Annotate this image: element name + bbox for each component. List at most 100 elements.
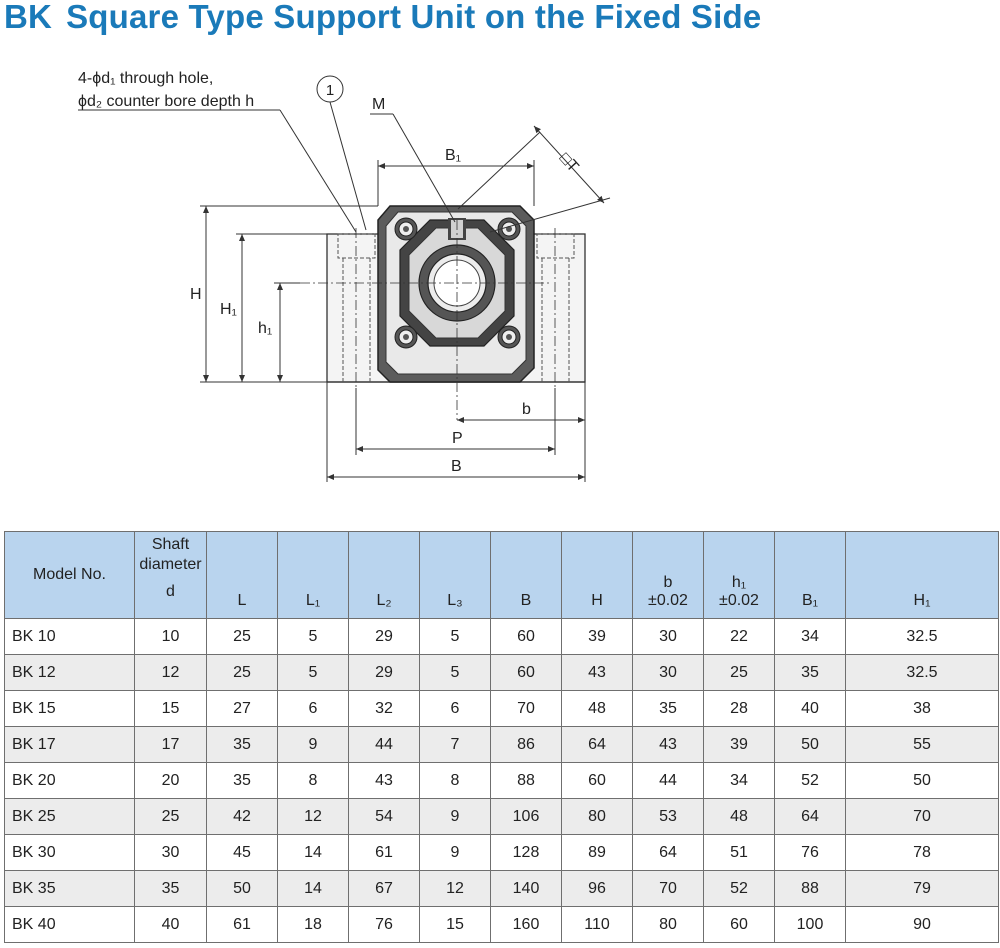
technical-drawing: 4-ϕd₁ through hole, ϕd₂ counter bore dep… (78, 70, 611, 482)
value-cell: 5 (419, 618, 491, 655)
value-cell: 5 (419, 654, 491, 691)
value-cell: 35 (206, 762, 278, 799)
value-cell: 54 (348, 798, 420, 835)
value-cell: 34 (774, 618, 846, 655)
header-B: B (490, 531, 562, 619)
value-cell: 20 (134, 762, 207, 799)
value-cell: 43 (632, 726, 704, 763)
value-cell: 50 (206, 870, 278, 907)
label-H: H (190, 286, 202, 303)
value-cell: 35 (774, 654, 846, 691)
header-shaft-symbol: d (166, 583, 175, 600)
table-header-row: Model No. Shaft diameter d L L₁ L₂ L₃ B … (4, 531, 999, 619)
dimension-lines (200, 125, 611, 482)
value-cell: 45 (206, 834, 278, 871)
value-cell: 80 (632, 906, 704, 943)
value-cell: 5 (277, 654, 349, 691)
value-cell: 80 (561, 798, 633, 835)
value-cell: 38 (845, 690, 999, 727)
value-cell: 89 (561, 834, 633, 871)
value-cell: 18 (277, 906, 349, 943)
value-cell: 60 (561, 762, 633, 799)
marker-label: 1 (326, 82, 334, 99)
value-cell: 60 (703, 906, 775, 943)
header-b: b±0.02 (632, 531, 704, 619)
value-cell: 96 (561, 870, 633, 907)
header-h1: h₁±0.02 (703, 531, 775, 619)
title-text: Square Type Support Unit on the Fixed Si… (66, 0, 762, 35)
label-h1: h₁ (258, 320, 272, 337)
value-cell: 9 (419, 834, 491, 871)
model-cell: BK 35 (4, 870, 135, 907)
hole-callout-line1: 4-ϕd₁ through hole, (78, 70, 213, 87)
value-cell: 48 (561, 690, 633, 727)
header-L3: L₃ (419, 531, 491, 619)
value-cell: 70 (845, 798, 999, 835)
header-B1: B₁ (774, 531, 846, 619)
value-cell: 79 (845, 870, 999, 907)
value-cell: 78 (845, 834, 999, 871)
header-H: H (561, 531, 633, 619)
value-cell: 70 (632, 870, 704, 907)
value-cell: 42 (206, 798, 278, 835)
value-cell: 50 (774, 726, 846, 763)
label-B1: B₁ (445, 147, 461, 164)
label-H1: H₁ (220, 301, 237, 318)
label-M: M (372, 96, 385, 113)
leader-lines (78, 101, 456, 233)
value-cell: 14 (277, 870, 349, 907)
value-cell: 128 (490, 834, 562, 871)
value-cell: 10 (134, 618, 207, 655)
header-model: Model No. (4, 531, 135, 619)
value-cell: 8 (277, 762, 349, 799)
value-cell: 12 (277, 798, 349, 835)
value-cell: 88 (774, 870, 846, 907)
value-cell: 5 (277, 618, 349, 655)
value-cell: 35 (206, 726, 278, 763)
value-cell: 14 (277, 834, 349, 871)
header-L2: L₂ (348, 531, 420, 619)
value-cell: 25 (134, 798, 207, 835)
value-cell: 39 (561, 618, 633, 655)
model-cell: BK 17 (4, 726, 135, 763)
value-cell: 30 (134, 834, 207, 871)
value-cell: 29 (348, 618, 420, 655)
value-cell: 43 (561, 654, 633, 691)
value-cell: 12 (134, 654, 207, 691)
model-cell: BK 20 (4, 762, 135, 799)
value-cell: 64 (561, 726, 633, 763)
value-cell: 25 (703, 654, 775, 691)
model-cell: BK 10 (4, 618, 135, 655)
value-cell: 32.5 (845, 654, 999, 691)
specification-table: Model No. Shaft diameter d L L₁ L₂ L₃ B … (4, 531, 999, 943)
value-cell: 8 (419, 762, 491, 799)
model-cell: BK 40 (4, 906, 135, 943)
bolt-holes (394, 217, 521, 349)
value-cell: 22 (703, 618, 775, 655)
header-L: L (206, 531, 278, 619)
value-cell: 52 (774, 762, 846, 799)
center-lines (300, 220, 550, 420)
value-cell: 48 (703, 798, 775, 835)
value-cell: 44 (348, 726, 420, 763)
model-cell: BK 30 (4, 834, 135, 871)
drawing-labels: 4-ϕd₁ through hole, ϕd₂ counter bore dep… (78, 70, 582, 475)
value-cell: 32 (348, 690, 420, 727)
value-cell: 9 (419, 798, 491, 835)
header-H1: H₁ (845, 531, 999, 619)
model-cell: BK 12 (4, 654, 135, 691)
marker-circle (316, 75, 344, 103)
value-cell: 25 (206, 654, 278, 691)
value-cell: 6 (277, 690, 349, 727)
value-cell: 9 (277, 726, 349, 763)
value-cell: 60 (490, 654, 562, 691)
model-cell: BK 15 (4, 690, 135, 727)
